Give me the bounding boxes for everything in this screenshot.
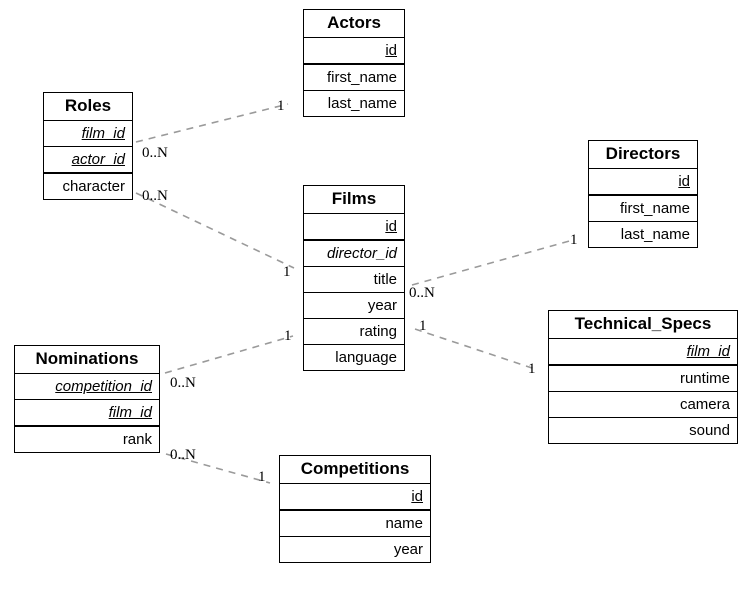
attribute-films-year[interactable]: year [304, 293, 404, 319]
attribute-label: director_id [326, 245, 397, 262]
attribute-roles-film_id[interactable]: film_id [44, 121, 132, 147]
attribute-label: runtime [679, 370, 730, 387]
entity-title-actors: Actors [304, 10, 404, 38]
cardinality-nominations-films-from: 0..N [170, 375, 196, 391]
attribute-label: rating [359, 323, 397, 340]
attribute-label: last_name [620, 226, 690, 243]
attribute-actors-id[interactable]: id [304, 38, 404, 65]
cardinality-films-technical_specs-from: 1 [419, 318, 427, 334]
cardinality-films-directors-to: 1 [570, 232, 578, 248]
cardinality-roles-actors-from: 0..N [142, 145, 168, 161]
entity-competitions[interactable]: Competitions id name year [279, 455, 431, 563]
attribute-technical_specs-film_id[interactable]: film_id [549, 339, 737, 366]
attribute-label: title [373, 271, 397, 288]
entity-title-technical_specs: Technical_Specs [549, 311, 737, 339]
attribute-nominations-rank[interactable]: rank [15, 427, 159, 452]
entity-title-directors: Directors [589, 141, 697, 169]
attribute-technical_specs-runtime[interactable]: runtime [549, 366, 737, 392]
attribute-films-language[interactable]: language [304, 345, 404, 370]
relationship-line-roles-actors [135, 103, 289, 143]
attribute-films-id[interactable]: id [304, 214, 404, 241]
entity-title-competitions: Competitions [280, 456, 430, 484]
attribute-label: id [411, 488, 423, 505]
attribute-directors-id[interactable]: id [589, 169, 697, 196]
entity-title-films: Films [304, 186, 404, 214]
attribute-competitions-year[interactable]: year [280, 537, 430, 562]
attribute-label: id [678, 173, 690, 190]
attribute-label: first_name [619, 200, 690, 217]
attribute-competitions-id[interactable]: id [280, 484, 430, 511]
attribute-label: id [385, 42, 397, 59]
attribute-nominations-competition_id[interactable]: competition_id [15, 374, 159, 400]
attribute-label: character [62, 178, 125, 195]
attribute-label: rank [122, 431, 152, 448]
cardinality-roles-films-to: 1 [283, 264, 291, 280]
attribute-label: last_name [327, 95, 397, 112]
cardinality-roles-actors-to: 1 [277, 98, 285, 114]
attribute-label: film_id [686, 343, 730, 360]
entity-title-roles: Roles [44, 93, 132, 121]
cardinality-nominations-competitions-to: 1 [258, 469, 266, 485]
attribute-nominations-film_id[interactable]: film_id [15, 400, 159, 427]
attribute-label: film_id [108, 404, 152, 421]
attribute-label: year [367, 297, 397, 314]
entity-directors[interactable]: Directors id first_name last_name [588, 140, 698, 248]
attribute-label: film_id [81, 125, 125, 142]
cardinality-roles-films-from: 0..N [142, 188, 168, 204]
entity-actors[interactable]: Actors id first_name last_name [303, 9, 405, 117]
cardinality-nominations-competitions-from: 0..N [170, 447, 196, 463]
attribute-label: name [385, 515, 423, 532]
attribute-label: actor_id [71, 151, 125, 168]
attribute-label: sound [689, 422, 730, 439]
attribute-roles-actor_id[interactable]: actor_id [44, 147, 132, 174]
attribute-label: competition_id [55, 378, 152, 395]
attribute-directors-last_name[interactable]: last_name [589, 222, 697, 247]
attribute-label: camera [679, 396, 730, 413]
attribute-actors-first_name[interactable]: first_name [304, 65, 404, 91]
attribute-technical_specs-camera[interactable]: camera [549, 392, 737, 418]
attribute-competitions-name[interactable]: name [280, 511, 430, 537]
attribute-label: language [335, 349, 397, 366]
attribute-directors-first_name[interactable]: first_name [589, 196, 697, 222]
relationship-line-nominations-films [164, 335, 294, 374]
cardinality-nominations-films-to: 1 [284, 328, 292, 344]
attribute-films-rating[interactable]: rating [304, 319, 404, 345]
attribute-films-director_id[interactable]: director_id [304, 241, 404, 267]
entity-roles[interactable]: Roles film_id actor_id character [43, 92, 133, 200]
attribute-label: year [393, 541, 423, 558]
attribute-technical_specs-sound[interactable]: sound [549, 418, 737, 443]
cardinality-films-directors-from: 0..N [409, 285, 435, 301]
attribute-films-title[interactable]: title [304, 267, 404, 293]
relationship-line-films-technical_specs [414, 328, 539, 371]
entity-title-nominations: Nominations [15, 346, 159, 374]
relationship-line-films-directors [411, 239, 574, 286]
cardinality-films-technical_specs-to: 1 [528, 361, 536, 377]
attribute-label: id [385, 218, 397, 235]
attribute-roles-character[interactable]: character [44, 174, 132, 199]
attribute-label: first_name [326, 69, 397, 86]
attribute-actors-last_name[interactable]: last_name [304, 91, 404, 116]
